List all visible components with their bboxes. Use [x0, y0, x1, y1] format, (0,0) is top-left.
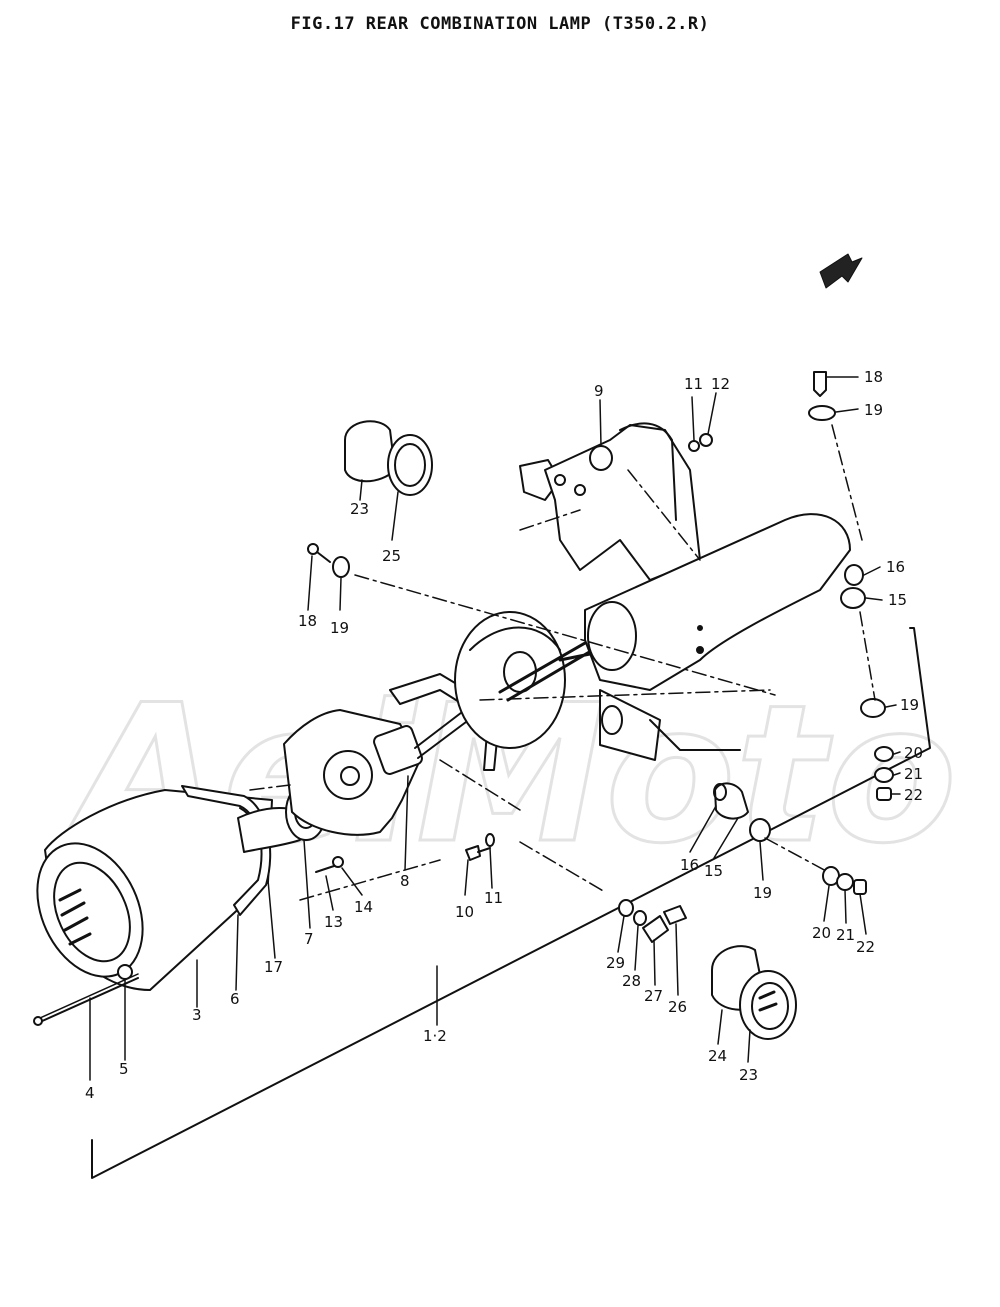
callout-label: 20 — [812, 924, 831, 942]
callout-label: 6 — [230, 990, 240, 1008]
callout-label: 9 — [594, 382, 604, 400]
callout-label: 19 — [330, 619, 349, 637]
callout-label: 27 — [644, 987, 663, 1005]
grommet-part-9 — [589, 445, 613, 471]
callout-label: 14 — [354, 898, 373, 916]
callout-label: 29 — [606, 954, 625, 972]
leader-lines — [89, 376, 901, 1081]
figure-title: FIG.17 REAR COMBINATION LAMP (T350.2.R) — [290, 14, 710, 34]
callout-label: 11 — [684, 375, 703, 393]
washer-part-19-lower — [749, 818, 771, 842]
callout-label: 3 — [192, 1006, 202, 1024]
lamp-housing-part-3 — [36, 789, 273, 991]
callout-labels: 4 5 3 6 17 7 13 14 8 10 11 1·2 23 25 18 … — [85, 368, 923, 1102]
screw-13-washer-14 — [315, 856, 344, 873]
signal-lamp-parts-24-23-lower — [711, 945, 797, 1040]
signal-lamp-parts-23-25 — [344, 420, 433, 496]
callout-label: 22 — [904, 786, 923, 804]
collar-16-grommet-15-lower — [713, 782, 749, 820]
callout-label: 24 — [708, 1047, 727, 1065]
alignment-lines — [249, 424, 876, 901]
callout-label: 15 — [888, 591, 907, 609]
callout-label: 17 — [264, 958, 283, 976]
callout-label: 25 — [382, 547, 401, 565]
callout-label: 23 — [350, 500, 369, 518]
callout-label: 1·2 — [423, 1027, 447, 1045]
callout-label: 21 — [836, 926, 855, 944]
callout-label: 8 — [400, 872, 410, 890]
callout-label: 10 — [455, 903, 474, 921]
bolt-18-washer-19-right — [808, 371, 836, 421]
front-direction-arrow-icon — [819, 253, 863, 289]
callout-label: 20 — [904, 744, 923, 762]
callout-label: 15 — [704, 862, 723, 880]
callout-label: 7 — [304, 930, 314, 948]
washer-part-5 — [117, 964, 133, 980]
callout-label: 26 — [668, 998, 687, 1016]
callout-label: 5 — [119, 1060, 129, 1078]
callout-label: 19 — [864, 401, 883, 419]
assembly-bracket-line — [91, 627, 931, 1179]
callout-label: 23 — [739, 1066, 758, 1084]
callout-label: 16 — [680, 856, 699, 874]
callout-label: 12 — [711, 375, 730, 393]
bolt-18-washer-19-left — [307, 543, 350, 578]
license-lamp-small-parts — [618, 899, 687, 943]
collar-16-grommet-15-right — [840, 564, 866, 609]
washer-part-11-top — [688, 440, 700, 452]
screw-10-washer-11 — [465, 833, 495, 861]
callout-label: 18 — [298, 612, 317, 630]
nut-part-12-top — [699, 433, 713, 447]
callout-label: 16 — [886, 558, 905, 576]
hardware-stack-lower — [822, 866, 867, 895]
screw-part-4 — [33, 973, 139, 1026]
callout-label: 21 — [904, 765, 923, 783]
callout-label: 11 — [484, 889, 503, 907]
callout-label: 19 — [900, 696, 919, 714]
callout-label: 18 — [864, 368, 883, 386]
rear-bracket-body — [519, 422, 851, 761]
callout-label: 19 — [753, 884, 772, 902]
callout-label: 4 — [85, 1084, 95, 1102]
callout-label: 28 — [622, 972, 641, 990]
callout-label: 13 — [324, 913, 343, 931]
lamp-base-plate — [454, 611, 566, 749]
callout-label: 22 — [856, 938, 875, 956]
hardware-stack-right — [860, 698, 894, 801]
